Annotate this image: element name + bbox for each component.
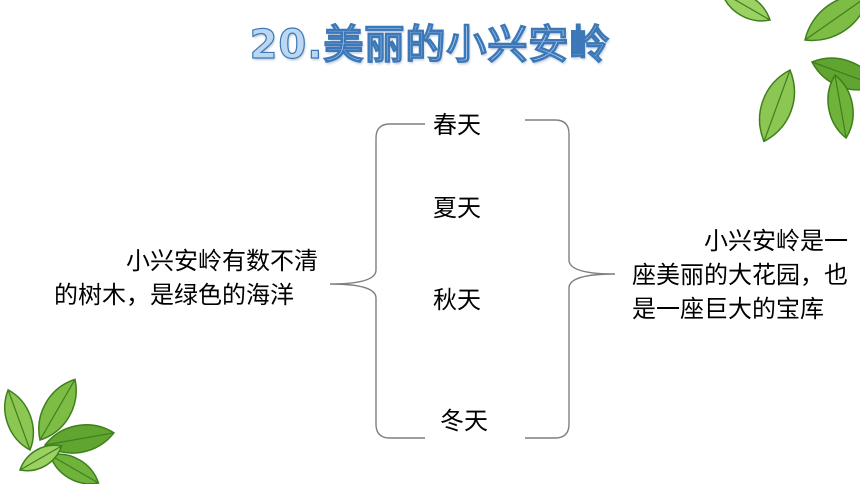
leaves-bottom-left-icon	[4, 378, 116, 484]
right-summary-text: 小兴安岭是一座美丽的大花园，也是一座巨大的宝库	[632, 227, 848, 323]
season-autumn: 秋天	[433, 286, 481, 314]
season-spring: 春天	[433, 111, 481, 139]
left-summary-text: 小兴安岭有数不清的树木，是绿色的海洋	[54, 247, 318, 309]
left-brace	[329, 123, 425, 439]
right-brace	[525, 119, 616, 439]
leaves-top-right-icon	[720, 0, 860, 143]
season-summer: 夏天	[433, 194, 481, 222]
season-winter: 冬天	[440, 407, 488, 435]
page-title: 20.美丽的小兴安岭	[249, 21, 611, 68]
